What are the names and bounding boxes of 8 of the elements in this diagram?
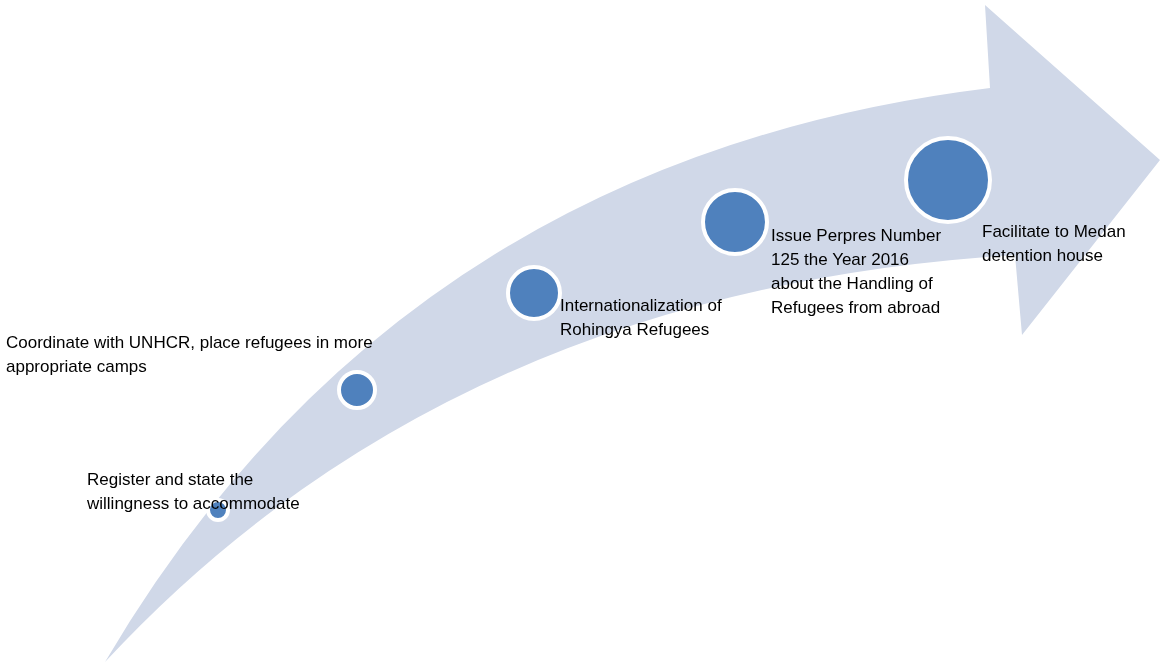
step-text: Register and state the willingness to accommodate bbox=[87, 469, 301, 515]
step-text: Internationalization of Rohingya Refugees bbox=[560, 295, 723, 341]
step-text: Issue Perpres Number 125 the Year 2016 about the Handling of Refugees from abroad bbox=[771, 225, 943, 319]
step-text: Coordinate with UNHCR, place refugees in more appropriate camps bbox=[6, 332, 374, 378]
step-text: Facilitate to Medan detention house bbox=[982, 221, 1127, 267]
step-circle bbox=[337, 370, 377, 410]
step-circle bbox=[904, 136, 992, 224]
step-circle bbox=[701, 188, 769, 256]
